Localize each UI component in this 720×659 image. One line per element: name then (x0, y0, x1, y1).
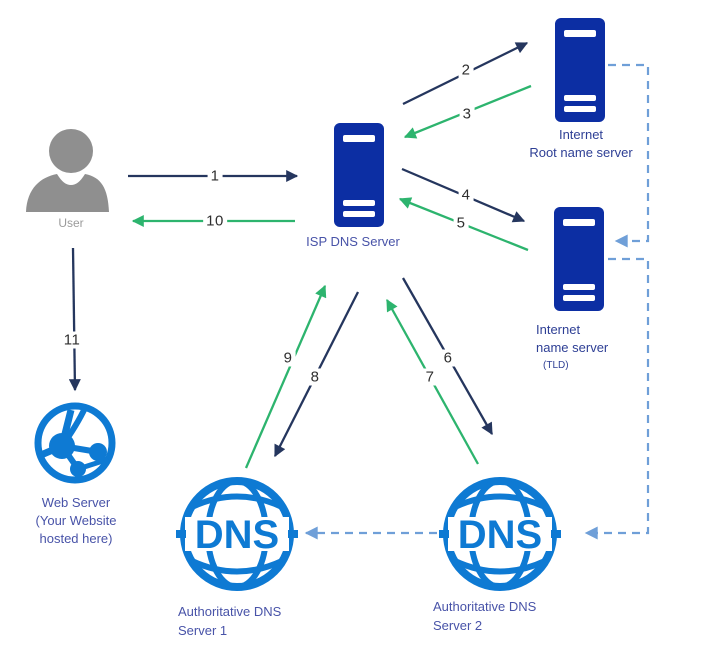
step-11-label: 11 (60, 331, 84, 349)
auth2-label-line1: Authoritative DNS (433, 599, 537, 614)
auth1-label-line2: Server 1 (178, 623, 228, 638)
person-icon (26, 129, 109, 212)
root-label-line2: Root name server (529, 145, 633, 160)
step-3-label: 3 (459, 105, 475, 123)
root-label-line1: Internet (558, 127, 604, 142)
isp-dns-server-icon (334, 123, 384, 227)
step-1-label: 1 (207, 167, 223, 185)
auth-dns-2-badge: DNS (458, 513, 542, 557)
step-5-label: 5 (453, 214, 469, 232)
web-label-line2: (Your Website (35, 513, 117, 528)
auth-dns-1-label: Authoritative DNS Server 1 (178, 602, 338, 640)
web-server-label: Web Server (Your Website hosted here) (12, 494, 140, 548)
web-label-line3: hosted here) (39, 531, 113, 546)
isp-dns-server-label: ISP DNS Server (306, 234, 400, 249)
tld-label-line3: (TLD) (543, 360, 569, 371)
web-server-globe-icon (34, 402, 116, 484)
root-name-server-icon (555, 18, 605, 122)
step-8-label: 8 (307, 368, 323, 386)
web-label-line1: Web Server (41, 495, 111, 510)
auth2-label-line2: Server 2 (433, 618, 483, 633)
step-2-label: 2 (458, 61, 474, 79)
step-10-label: 10 (203, 212, 227, 230)
auth-dns-1-globe-icon: DNS (176, 481, 298, 587)
step-9-label: 9 (280, 349, 296, 367)
step-6-label: 6 (440, 349, 456, 367)
auth1-label-line1: Authoritative DNS (178, 604, 282, 619)
tld-label-line2: name server (536, 340, 609, 355)
step-4-label: 4 (458, 186, 474, 204)
root-name-server-label: Internet Root name server (510, 126, 652, 162)
auth-dns-1-badge: DNS (195, 513, 279, 557)
referral-root-to-tld-dashed (608, 63, 650, 248)
tld-name-server-label: Internet name server (TLD) (536, 321, 646, 375)
tld-name-server-icon (554, 207, 604, 311)
user-label: User (58, 216, 84, 230)
step-9-arrow (244, 284, 327, 469)
step-7-label: 7 (422, 368, 438, 386)
auth-dns-2-globe-icon: DNS (439, 481, 561, 587)
tld-label-line1: Internet (536, 322, 581, 337)
auth-dns-2-label: Authoritative DNS Server 2 (433, 597, 593, 635)
referral-tld-to-auth2-dashed (584, 257, 650, 540)
step-11-arrow (68, 247, 81, 392)
